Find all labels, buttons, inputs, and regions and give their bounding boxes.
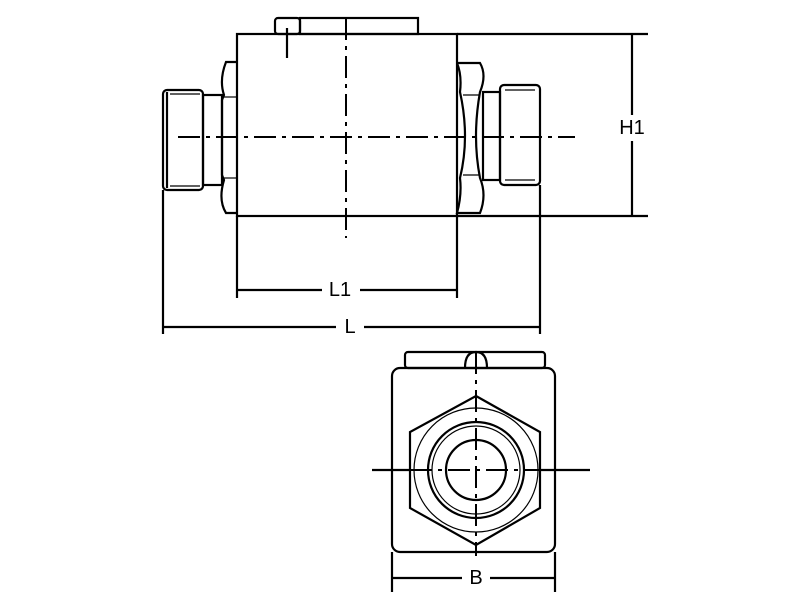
right-nut — [455, 61, 485, 215]
end-view: B — [372, 350, 590, 592]
left-fitting — [161, 88, 205, 192]
l-label: L — [344, 316, 355, 338]
end-body — [390, 366, 557, 554]
b-label: B — [469, 567, 482, 589]
l1-label: L1 — [329, 279, 351, 301]
right-fitting — [498, 83, 542, 187]
top-cap — [298, 16, 420, 36]
h1-label: H1 — [619, 117, 645, 139]
left-neck — [201, 93, 224, 187]
side-view: H1 L1 L — [161, 16, 650, 339]
